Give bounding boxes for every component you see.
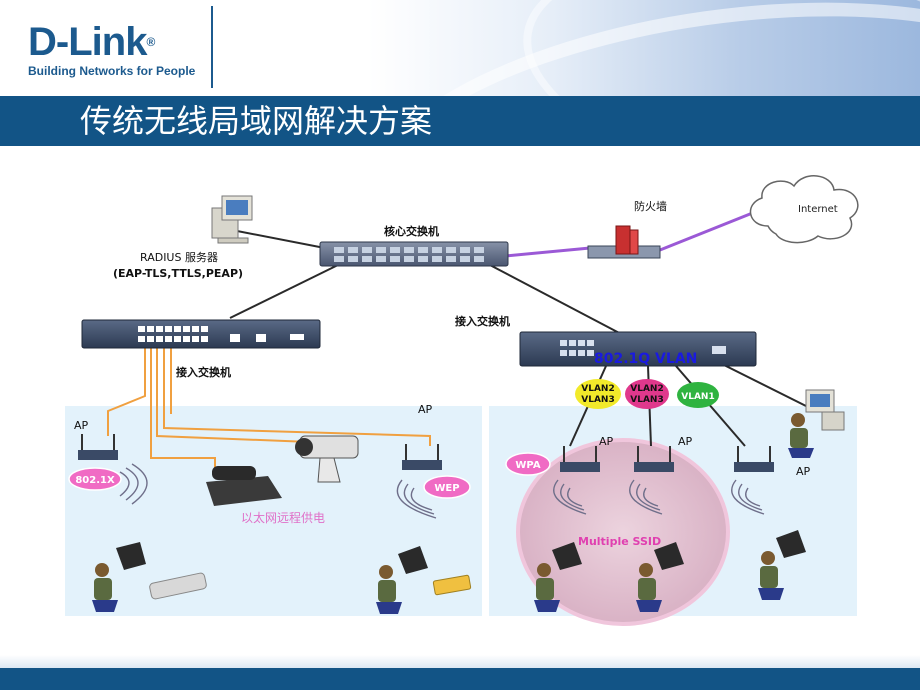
desktop-pc-icon bbox=[805, 389, 845, 431]
access-switch-right-label: 接入交换机 bbox=[455, 314, 510, 328]
ap-label-3: AP bbox=[599, 435, 614, 448]
user-laptop-icon-2 bbox=[376, 546, 428, 614]
access-switch-left bbox=[81, 319, 321, 349]
vlan-badge-green: VLAN1 bbox=[677, 382, 719, 408]
vlan-yellow-line2: VLAN3 bbox=[581, 395, 614, 405]
poe-line-camera bbox=[156, 342, 311, 443]
vlan-badge-yellow: VLAN2 VLAN3 bbox=[575, 379, 621, 409]
radius-label: RADIUS 服务器 bbox=[140, 251, 218, 264]
access-point-icon-5 bbox=[734, 446, 774, 472]
user-laptop-icon-1 bbox=[92, 542, 146, 612]
access-switch-left-label: 接入交换机 bbox=[176, 365, 231, 379]
poe-line-ap1 bbox=[107, 342, 146, 436]
logo-wordmark-text: D-Link bbox=[28, 20, 147, 64]
logo-wordmark: D-Link® bbox=[28, 22, 195, 62]
poe-line-phone bbox=[150, 342, 216, 471]
core-switch-label: 核心交换机 bbox=[384, 224, 439, 238]
internet-label: Internet bbox=[798, 204, 838, 215]
footer-bar bbox=[0, 668, 920, 690]
header-banner bbox=[0, 0, 920, 96]
internet-cloud-icon bbox=[749, 175, 859, 244]
user-laptop-icon-4 bbox=[636, 542, 684, 612]
link-vlan-ap-c bbox=[675, 365, 746, 447]
ap-label-1: AP bbox=[74, 419, 89, 432]
vlan-label: 802.1Q VLAN bbox=[594, 351, 697, 367]
ip-phone-icon bbox=[206, 466, 282, 506]
usb-adapter-icon bbox=[149, 572, 207, 600]
title-bar: 传统无线局域网解决方案 bbox=[0, 96, 920, 146]
logo-tagline: Building Networks for People bbox=[28, 64, 196, 78]
vlan-green-label: VLAN1 bbox=[681, 392, 714, 402]
badge-wpa: WPA bbox=[505, 452, 551, 476]
ap-label-5: AP bbox=[796, 465, 811, 478]
poe-lines bbox=[107, 342, 431, 471]
user-laptop-icon-3 bbox=[534, 542, 582, 612]
link-radius-core bbox=[231, 229, 336, 251]
badge-wep: WEP bbox=[423, 475, 471, 499]
firewall-icon bbox=[587, 225, 661, 259]
vlan-yellow-line1: VLAN2 bbox=[581, 384, 614, 394]
footer-sheen bbox=[0, 655, 920, 669]
access-switch-right bbox=[519, 331, 757, 367]
logo-registered-mark: ® bbox=[146, 35, 155, 49]
wireless-waves bbox=[119, 463, 765, 519]
radius-server-icon bbox=[211, 195, 253, 244]
ap-label-4: AP bbox=[678, 435, 693, 448]
multiple-ssid-label: Multiple SSID bbox=[578, 535, 661, 548]
link-core-access-left bbox=[229, 263, 341, 319]
network-diagram: 核心交换机 RADIUS 服务器 (EAP-TLS,TTLS,PEAP) 防火墙… bbox=[65, 175, 859, 626]
ap-label-2: AP bbox=[418, 403, 433, 416]
multiple-ssid-area bbox=[516, 438, 730, 626]
badge-8021x-text: 802.1X bbox=[75, 475, 115, 486]
vlan-badge-pink: VLAN2 VLAN3 bbox=[625, 379, 669, 409]
badge-8021x: 802.1X bbox=[68, 467, 122, 491]
wireless-card-icon bbox=[432, 574, 472, 596]
vlan-pink-line1: VLAN2 bbox=[630, 384, 663, 394]
poe-line-ap2 bbox=[163, 342, 431, 446]
link-core-firewall bbox=[504, 246, 591, 258]
firewall-label: 防火墙 bbox=[634, 199, 667, 213]
ip-camera-icon bbox=[295, 435, 359, 483]
dlink-logo: D-Link® Building Networks for People bbox=[28, 22, 195, 78]
radius-methods-label: (EAP-TLS,TTLS,PEAP) bbox=[113, 267, 243, 280]
slide-title: 传统无线局域网解决方案 bbox=[80, 102, 433, 140]
access-point-icon-1 bbox=[78, 434, 118, 460]
link-core-access-right bbox=[487, 263, 626, 337]
core-switch bbox=[319, 241, 509, 267]
access-point-icon-3 bbox=[560, 446, 600, 472]
link-firewall-internet bbox=[659, 208, 761, 252]
vlan-pink-line2: VLAN3 bbox=[630, 395, 663, 405]
banner-swoosh-2 bbox=[503, 0, 920, 96]
badge-wep-text: WEP bbox=[434, 483, 459, 494]
poe-label: 以太网远程供电 bbox=[241, 510, 325, 525]
user-laptop-icon-5 bbox=[758, 530, 806, 600]
access-point-icon-2 bbox=[402, 444, 442, 470]
access-point-icon-4 bbox=[634, 446, 674, 472]
user-desktop-icon bbox=[788, 413, 814, 458]
badge-wpa-text: WPA bbox=[515, 460, 540, 471]
logo-divider bbox=[211, 6, 213, 88]
